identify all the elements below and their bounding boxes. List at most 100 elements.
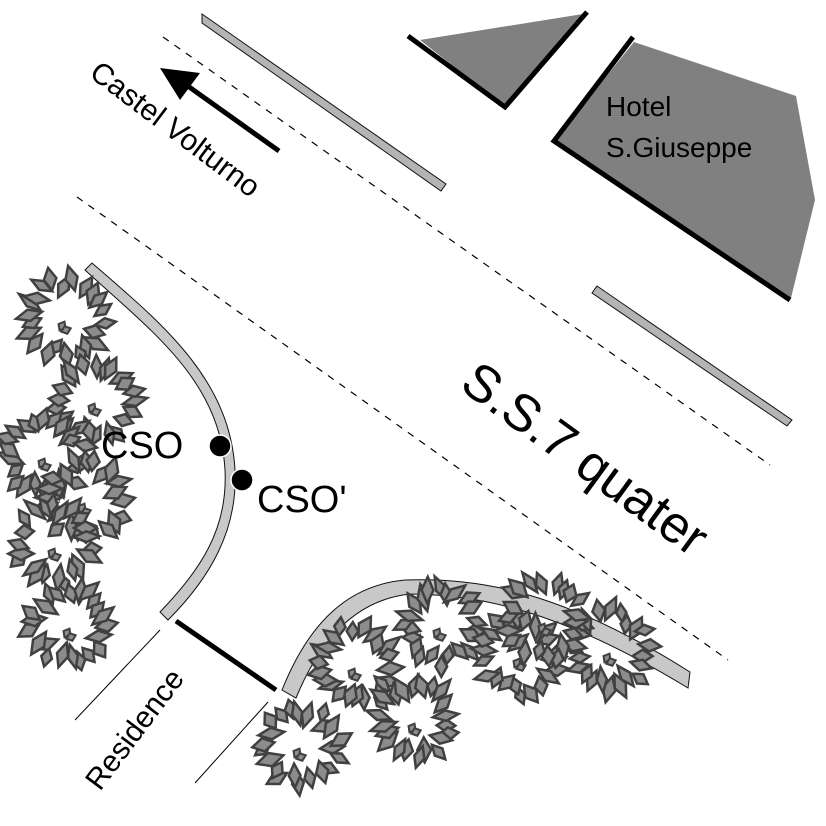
cso-marker[interactable] bbox=[208, 434, 232, 458]
residence-boundary-right bbox=[194, 701, 269, 784]
tree-leaf bbox=[31, 597, 61, 616]
tree-leaf bbox=[568, 591, 592, 608]
tree-leaf bbox=[307, 654, 330, 671]
tree-leaf bbox=[532, 639, 546, 662]
tree-leaf bbox=[507, 577, 530, 599]
tree-leaf bbox=[614, 601, 628, 625]
cso-prime-marker[interactable] bbox=[230, 468, 254, 492]
tree-leaf bbox=[457, 600, 485, 615]
tree-canopy-icon bbox=[306, 614, 407, 713]
tree-leaf bbox=[6, 474, 26, 493]
lane-markings bbox=[76, 36, 771, 661]
tree-leaf bbox=[20, 291, 53, 306]
tree-leaf bbox=[590, 597, 607, 624]
tree-leaf bbox=[106, 508, 122, 536]
tree-leaf bbox=[76, 580, 101, 603]
tree-leaf bbox=[87, 290, 110, 310]
cso-points: CSO CSO' bbox=[101, 425, 347, 521]
tree-leaf bbox=[427, 730, 455, 746]
tree-leaf bbox=[393, 609, 426, 623]
tree-leaf bbox=[39, 470, 66, 487]
tree-leaf bbox=[357, 614, 373, 640]
tree-leaf bbox=[74, 352, 91, 377]
arrow-up-left-icon bbox=[160, 68, 200, 100]
tree-leaf bbox=[254, 751, 287, 768]
tree-leaf bbox=[420, 573, 435, 607]
tree-leaf bbox=[249, 736, 277, 753]
residence-label: Residence bbox=[79, 663, 191, 796]
tree-leaf bbox=[322, 713, 341, 741]
tree-leaf bbox=[374, 660, 407, 677]
sidewalk-curve-bottom bbox=[281, 579, 691, 699]
tree-leaf bbox=[561, 626, 585, 641]
tree-leaf bbox=[441, 583, 468, 605]
tree-leaf bbox=[434, 632, 448, 642]
tree-leaf bbox=[89, 605, 117, 627]
tree-leaf bbox=[17, 508, 32, 529]
hotel-label-line2: S.Giuseppe bbox=[606, 132, 752, 163]
tree-leaf bbox=[55, 639, 70, 671]
sidewalks-upper bbox=[201, 13, 793, 427]
tree-leaf bbox=[50, 381, 75, 397]
tree-canopy-icon bbox=[5, 491, 104, 598]
building-hotel-wall bbox=[550, 35, 792, 303]
direction-indicator: Castel Volturno bbox=[84, 55, 281, 204]
tree-leaf bbox=[635, 637, 664, 653]
tree-leaf bbox=[6, 463, 25, 478]
tree-leaf bbox=[471, 655, 496, 667]
tree-leaf bbox=[369, 631, 385, 656]
tree-leaf bbox=[92, 316, 119, 330]
tree-leaf bbox=[409, 727, 423, 737]
hotel-label-line1: Hotel bbox=[606, 91, 671, 122]
tree-leaf bbox=[312, 641, 345, 655]
tree-leaf bbox=[303, 765, 317, 791]
tree-leaf bbox=[52, 414, 71, 439]
tree-leaf bbox=[119, 394, 151, 408]
tree-leaf bbox=[111, 412, 136, 428]
tree-leaf bbox=[433, 653, 449, 680]
arrow-shaft bbox=[183, 81, 281, 154]
tree-leaf bbox=[25, 331, 44, 356]
tree-leaf bbox=[42, 265, 58, 293]
tree-leaf bbox=[314, 758, 330, 786]
tree-leaf bbox=[64, 263, 79, 294]
tree-leaf bbox=[430, 677, 453, 704]
road-label: S.S.7 quater bbox=[451, 351, 719, 568]
tree-leaf bbox=[595, 663, 609, 697]
tree-leaf bbox=[555, 631, 571, 664]
tree-canopy-icon bbox=[13, 263, 119, 370]
tree-leaf bbox=[424, 644, 441, 666]
tree-leaf bbox=[60, 433, 83, 448]
tree-leaf bbox=[479, 626, 504, 642]
cso-prime-label: CSO' bbox=[257, 479, 347, 521]
tree-leaf bbox=[367, 719, 400, 733]
tree-leaf bbox=[393, 676, 411, 705]
tree-leaf bbox=[300, 699, 315, 731]
tree-canopy-icon bbox=[363, 671, 462, 771]
tree-leaf bbox=[491, 623, 525, 638]
tree-leaf bbox=[412, 743, 426, 771]
tree-leaf bbox=[20, 557, 49, 578]
sidewalk-top-left bbox=[201, 13, 447, 192]
tree-leaf bbox=[3, 424, 28, 440]
tree-leaf bbox=[49, 552, 63, 562]
tree-leaf bbox=[263, 710, 278, 731]
tree-leaf bbox=[114, 376, 136, 391]
tree-leaf bbox=[501, 600, 525, 615]
tree-leaf bbox=[20, 604, 42, 622]
tree-leaf bbox=[45, 491, 59, 517]
tree-leaf bbox=[103, 355, 118, 382]
tree-leaf bbox=[604, 657, 618, 667]
tree-leaf bbox=[368, 688, 397, 706]
tree-leaf bbox=[101, 485, 129, 500]
tree-leaf bbox=[332, 614, 348, 639]
tree-leaf bbox=[615, 663, 636, 689]
tree-leaf bbox=[121, 405, 144, 419]
tree-leaf bbox=[533, 674, 549, 698]
tree-leaf bbox=[628, 615, 644, 642]
tree-leaf bbox=[70, 530, 103, 544]
tree-leaf bbox=[13, 523, 37, 541]
tree-leaf bbox=[81, 323, 107, 340]
building-triangle-wall bbox=[406, 10, 589, 111]
